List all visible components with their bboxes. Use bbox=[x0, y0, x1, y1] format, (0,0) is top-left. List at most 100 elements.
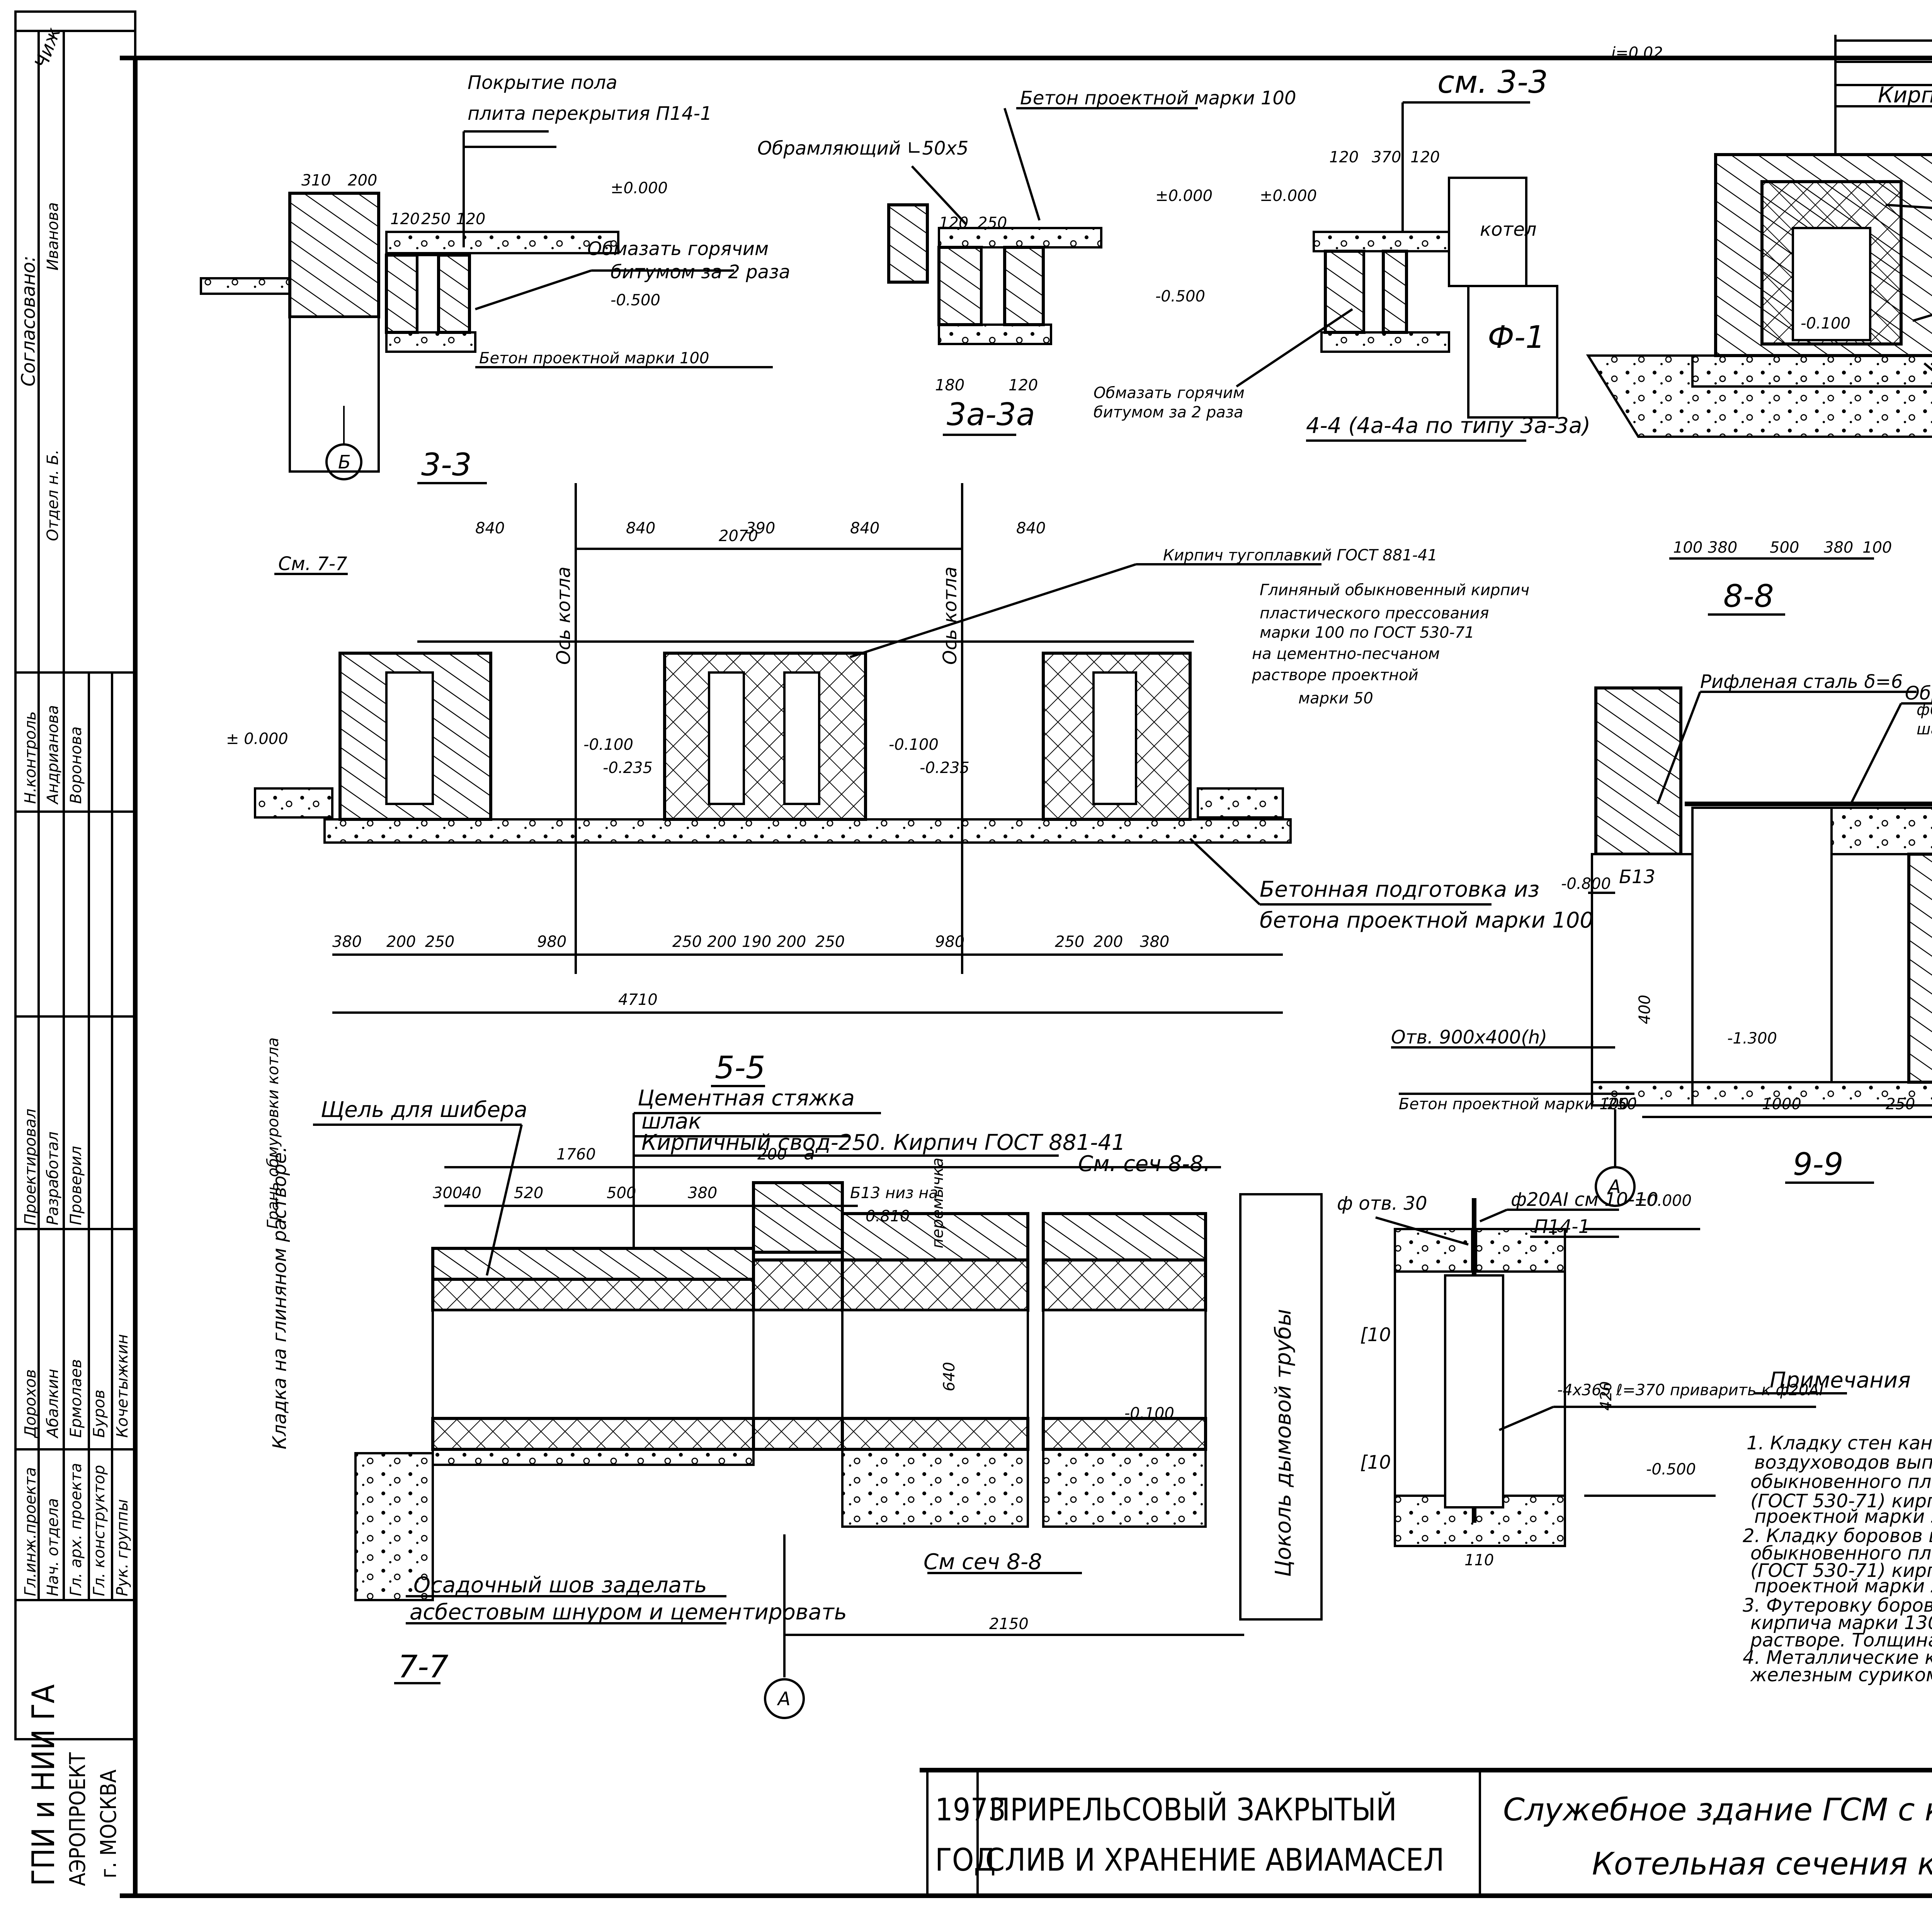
level-4-zero: ±0.000 bbox=[1260, 187, 1317, 205]
label-clay-brick-5: растворе проектной bbox=[1252, 666, 1418, 684]
label-strip-weld: -4х365 ℓ=370 приварить к ф20АI bbox=[1557, 1381, 1823, 1399]
level-3a-minus: -0.500 bbox=[1155, 288, 1205, 305]
label-checker-plate: Рифленая сталь δ=6 bbox=[1700, 671, 1903, 693]
label-4-bitumen-2: битумом за 2 раза bbox=[1094, 403, 1243, 421]
dim-5-980-b: 980 bbox=[935, 933, 964, 951]
label-bitumen-coat-1: Обмазать горячим bbox=[587, 238, 769, 260]
stamp-official-name-2: Абалкин bbox=[44, 1369, 62, 1439]
label-rebar: ф6АI ℓ=200 bbox=[1917, 701, 1932, 719]
level-5-minus-100-a: -0.100 bbox=[583, 736, 633, 754]
dim-9-1000: 1000 bbox=[1762, 1095, 1801, 1113]
stamp-org-line3: г. МОСКВА bbox=[96, 1769, 121, 1878]
section-3-3 bbox=[200, 130, 773, 480]
label-clay-brick-4: на цементно-песчаном bbox=[1252, 645, 1440, 663]
level-9-minus-800: -0.800 bbox=[1561, 875, 1611, 893]
note-line-2: воздуховодов выполнять из глиняного bbox=[1754, 1452, 1932, 1473]
label-9-b13: Б13 bbox=[1619, 866, 1655, 888]
label-4-bitumen-1: Обмазать горячим bbox=[1094, 384, 1245, 402]
dim-5-980-a: 980 bbox=[537, 933, 566, 951]
level-8-minus: -0.100 bbox=[1801, 315, 1850, 332]
dim-120-a: 120 bbox=[390, 210, 420, 228]
section-7-7-text: Цементная стяжка шлак Кирпичный свод-250… bbox=[264, 1037, 1296, 1710]
note-line-7: обыкновенного пластического прессования bbox=[1750, 1542, 1932, 1564]
stamp-approval-name-2: Воронова bbox=[67, 727, 85, 804]
stamp-designer-1: Проектировал bbox=[22, 1108, 39, 1225]
dim-7-520: 520 bbox=[514, 1184, 543, 1202]
dim-4-370: 370 bbox=[1372, 148, 1401, 166]
note-line-8: (ГОСТ 530-71) кирпича марки 75 на раство… bbox=[1750, 1560, 1932, 1582]
section-9-9-text: Рифленая сталь δ=6 Обрамляющий ∟50х5 ф6А… bbox=[1391, 671, 1932, 1198]
level-detail-minus-500: -0.500 bbox=[1646, 1461, 1696, 1478]
label-concrete-100: Бетон проектной марки 100 bbox=[1020, 87, 1296, 109]
stamp-agreed-label: Согласовано: bbox=[18, 255, 39, 386]
level-5-zero: ± 0.000 bbox=[226, 730, 288, 748]
dim-3a-120-b: 120 bbox=[1009, 376, 1038, 394]
stamp-official-name-5: Кочетыжкин bbox=[114, 1334, 131, 1438]
label-concrete-grade: Бетон проектной марки 100 bbox=[479, 349, 709, 367]
stamp-text: Согласовано: Иванова Отдел н. Б. Н.контр… bbox=[18, 25, 131, 1886]
section-8-8 bbox=[1586, 35, 1932, 616]
label-rod-ref: ф20АI см 10-10 bbox=[1511, 1189, 1658, 1210]
dim-8-100-a: 100 bbox=[1673, 539, 1702, 557]
dim-3a-180: 180 bbox=[935, 376, 964, 394]
dim-9-250-a: 250 bbox=[1607, 1095, 1637, 1113]
stamp-agreed-role: Отдел н. Б. bbox=[44, 449, 62, 541]
left-stamp bbox=[14, 10, 136, 1740]
note-line-11: кирпича марки 1300° (ГОСТ 881-41) на гли… bbox=[1750, 1612, 1932, 1634]
label-boiler: котел bbox=[1480, 219, 1537, 240]
dim-detail-420: 420 bbox=[1597, 1381, 1615, 1411]
notes-block: Примечания 1. Кладку стен каналов и гори… bbox=[1743, 1368, 1932, 1686]
dim-7-1760: 1760 bbox=[556, 1146, 596, 1163]
label-see-7-7: См. 7-7 bbox=[278, 553, 347, 575]
dim-250: 250 bbox=[421, 210, 451, 228]
dim-3a-120: 120 bbox=[939, 214, 968, 232]
stamp-official-name-4: Буров bbox=[90, 1389, 108, 1438]
section-5-5-text: См. 7-7 Ось котла Ось котла 2070 840 840… bbox=[226, 519, 1594, 1086]
label-damper-slot: Щель для шибера bbox=[321, 1097, 527, 1122]
label-channel-top: [10 bbox=[1360, 1324, 1391, 1346]
note-line-9: проектной марки 25 bbox=[1754, 1575, 1932, 1597]
dim-4-120-250: 120 bbox=[1410, 148, 1440, 166]
axis-a-label-9: А bbox=[1607, 1176, 1621, 1198]
level-7-810: 0.810 bbox=[866, 1207, 910, 1225]
label-see-8-8-b: См сеч 8-8 bbox=[923, 1549, 1042, 1575]
dim-390: 390 bbox=[746, 519, 775, 537]
detail-rod-text: ф отв. 30 ф20АI см 10-10 П14-1 [10 [10 -… bbox=[1337, 1189, 1823, 1569]
level-9-minus-1300: -1.300 bbox=[1727, 1030, 1777, 1047]
dim-7-640: 640 bbox=[940, 1362, 958, 1391]
dim-7-40: 40 bbox=[462, 1184, 481, 1202]
note-line-5: проектной марки 50 bbox=[1754, 1506, 1932, 1527]
level-5-minus-235-b: -0.235 bbox=[920, 759, 969, 777]
level-5-minus-235-a: -0.235 bbox=[603, 759, 653, 777]
stamp-approval-name: Андрианова bbox=[44, 705, 62, 805]
tb-year: 1973 bbox=[935, 1792, 1006, 1828]
dim-8-380-a: 380 bbox=[1708, 539, 1737, 557]
dim-8-100-b: 100 bbox=[1862, 539, 1892, 557]
label-clay-brick-2: пластического прессования bbox=[1260, 604, 1489, 622]
label-clay-mortar-masonry: Кладка на глиняном растворе. bbox=[269, 1146, 291, 1449]
stamp-designer-2: Разработал bbox=[44, 1132, 62, 1225]
stamp-official-role-4: Гл. конструктор bbox=[90, 1465, 108, 1596]
dim-9-400: 400 bbox=[1636, 995, 1654, 1024]
dim-2070: 2070 bbox=[719, 527, 758, 545]
label-lintel: перемычка bbox=[929, 1158, 947, 1248]
label-concrete-prep-5-1: Бетонная подготовка из bbox=[1260, 877, 1539, 902]
dim-4710: 4710 bbox=[618, 991, 658, 1009]
stamp-official-name-1: Дорохов bbox=[22, 1369, 39, 1439]
detail-rod bbox=[1375, 1198, 1816, 1547]
label-settlement-joint-1: Осадочный шов заделать bbox=[413, 1573, 707, 1598]
section-4-4-text: см. 3-3 котел Ф-1 Обмазать горячим битум… bbox=[1094, 64, 1590, 438]
section-3-3-title: 3-3 bbox=[421, 447, 472, 483]
label-slope: i=0.02 bbox=[1611, 44, 1663, 62]
dim-8-500: 500 bbox=[1770, 539, 1799, 557]
dim-4-120: 120 bbox=[1329, 148, 1359, 166]
dim-5-250-b: 250 bbox=[672, 933, 702, 951]
label-boiler-axis-2: Ось котла bbox=[939, 567, 961, 665]
level-7-minus-100: -0.100 bbox=[1124, 1405, 1174, 1422]
dim-840-b: 840 bbox=[626, 519, 655, 537]
label-clay-brick-3: марки 100 по ГОСТ 530-71 bbox=[1260, 624, 1475, 642]
dim-840-d: 840 bbox=[1016, 519, 1046, 537]
stamp-official-role-5: Рук. группы bbox=[114, 1499, 131, 1596]
label-9-frame-angle: Обрамляющий ∟50х5 bbox=[1905, 683, 1932, 704]
